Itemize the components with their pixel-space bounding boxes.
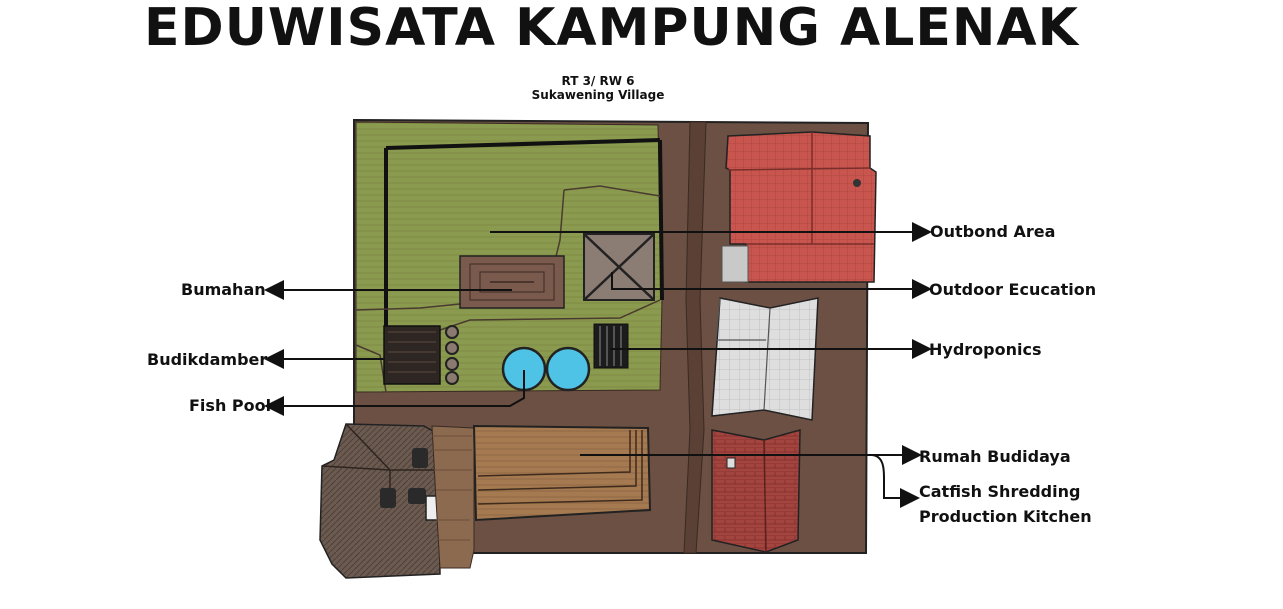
label-rumah-budidaya: Rumah Budidaya bbox=[919, 447, 1071, 466]
label-hydroponics: Hydroponics bbox=[929, 340, 1042, 359]
leader-fishpool bbox=[264, 370, 525, 416]
label-outdoor-education: Outdoor Ecucation bbox=[929, 280, 1097, 299]
wooden-pond bbox=[472, 424, 652, 522]
hydroponics-rack bbox=[593, 323, 629, 369]
leader-catfish bbox=[871, 454, 920, 508]
fish-pool-right bbox=[545, 346, 591, 392]
subtitle-line-2: Sukawening Village bbox=[531, 88, 665, 102]
label-fish-pool: Fish Pool bbox=[189, 396, 272, 415]
fence-line bbox=[384, 138, 664, 340]
label-budikdamber: Budikdamber bbox=[147, 350, 268, 369]
page-title: EDUWISATA KAMPUNG ALENAK bbox=[144, 0, 1079, 58]
label-bumahan: Bumahan bbox=[181, 280, 266, 299]
leader-outdoor bbox=[611, 272, 932, 299]
label-catfish-line-1: Catfish Shredding bbox=[919, 482, 1081, 501]
label-catfish-line-2: Production Kitchen bbox=[919, 507, 1092, 526]
budikdamber-structure bbox=[383, 325, 441, 385]
subtitle-line-1: RT 3/ RW 6 bbox=[561, 74, 635, 88]
budikdamber-buckets bbox=[445, 325, 459, 385]
label-outbond-area: Outbond Area bbox=[930, 222, 1056, 241]
rumah-budidaya-building bbox=[711, 429, 801, 553]
